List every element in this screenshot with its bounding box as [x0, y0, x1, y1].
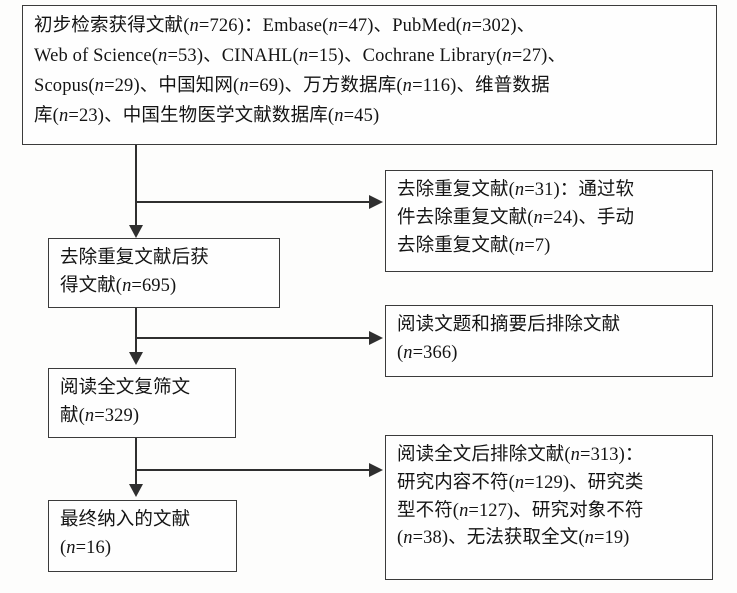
search-line-4: 库(n=23)、中国生物医学文献数据库(n=45)	[34, 105, 380, 126]
dedup-line-2: 得文献(n=695)	[60, 275, 177, 296]
excl1-line-2: 件去除重复文献(n=24)、手动	[397, 207, 635, 228]
arrowhead-down-to-fulltext	[129, 352, 143, 365]
box-records-after-duplicates-removed: 去除重复文献后获 得文献(n=695)	[48, 238, 280, 308]
excl2-line-2: (n=366)	[397, 342, 458, 363]
excl2-line-1: 阅读文题和摘要后排除文献	[397, 315, 621, 335]
box-initial-search-results: 初步检索获得文献(n=726)：Embase(n=47)、PubMed(n=30…	[22, 5, 717, 145]
arrowhead-right-to-title-abstract	[369, 331, 383, 345]
included-line-2: (n=16)	[60, 537, 112, 558]
connector-trunk-dedup-to-fulltext	[135, 308, 137, 356]
excl1-line-3: 去除重复文献(n=7)	[397, 235, 551, 256]
box-studies-included: 最终纳入的文献 (n=16)	[48, 500, 237, 572]
box-full-text-rescreened: 阅读全文复筛文 献(n=329)	[48, 368, 236, 438]
arrowhead-down-to-included	[129, 484, 143, 497]
dedup-line-1: 去除重复文献后获	[60, 248, 209, 268]
box-exclusion-title-abstract: 阅读文题和摘要后排除文献 (n=366)	[385, 305, 713, 377]
search-line-1: 初步检索获得文献(n=726)：Embase(n=47)、PubMed(n=30…	[34, 16, 536, 36]
search-line-3: Scopus(n=29)、中国知网(n=69)、万方数据库(n=116)、维普数…	[34, 75, 550, 96]
box-exclusion-duplicates-removed: 去除重复文献(n=31)：通过软 件去除重复文献(n=24)、手动 去除重复文献…	[385, 170, 713, 272]
connector-branch-full-text-excluded	[136, 469, 370, 471]
excl3-line-1: 阅读全文后排除文献(n=313)：	[397, 445, 644, 465]
excl3-line-3: 型不符(n=127)、研究对象不符	[397, 500, 644, 521]
included-line-1: 最终纳入的文献	[60, 510, 191, 530]
connector-branch-duplicates	[136, 201, 370, 203]
fulltext-line-2: 献(n=329)	[60, 405, 140, 426]
connector-trunk-fulltext-to-included	[135, 438, 137, 488]
excl3-line-4: (n=38)、无法获取全文(n=19)	[397, 528, 630, 549]
arrowhead-right-to-duplicates	[369, 195, 383, 209]
box-exclusion-full-text: 阅读全文后排除文献(n=313)： 研究内容不符(n=129)、研究类 型不符(…	[385, 435, 713, 580]
fulltext-line-1: 阅读全文复筛文	[60, 378, 191, 398]
arrowhead-down-to-dedup	[129, 225, 143, 238]
excl3-line-2: 研究内容不符(n=129)、研究类	[397, 472, 644, 493]
connector-trunk-search-to-dedup	[135, 145, 137, 234]
connector-branch-title-abstract	[136, 337, 370, 339]
excl1-line-1: 去除重复文献(n=31)：通过软	[397, 180, 635, 200]
arrowhead-right-to-full-text-excluded	[369, 463, 383, 477]
search-line-2: Web of Science(n=53)、CINAHL(n=15)、Cochra…	[34, 45, 567, 66]
